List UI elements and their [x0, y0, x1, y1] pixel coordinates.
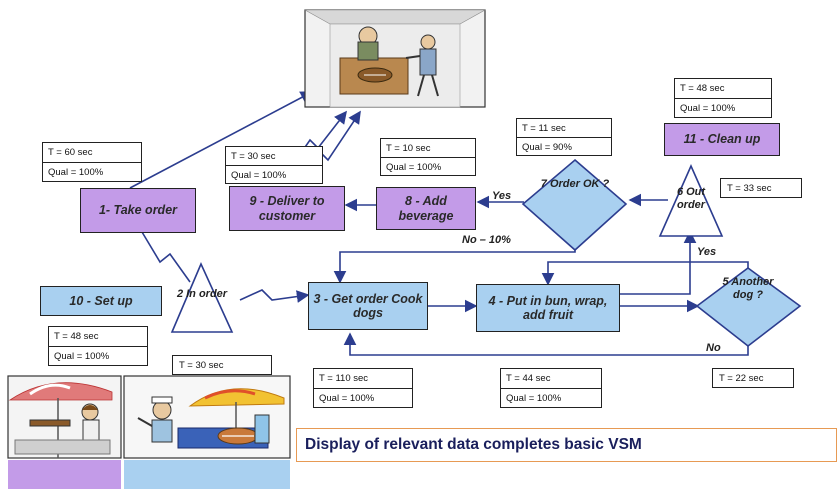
data-box-another-dog: T = 22 sec: [712, 368, 794, 388]
process-deliver-to-customer: 9 - Deliver to customer: [229, 186, 345, 231]
cycle-time: T = 48 sec: [680, 83, 725, 94]
another-dog-diamond: [695, 267, 802, 348]
process-clean-up: 11 - Clean up: [664, 123, 780, 156]
hotdog-stand-illustration: [123, 375, 291, 459]
order-ok-diamond: [521, 158, 628, 252]
cycle-time: T = 48 sec: [54, 331, 99, 342]
stand-blue-bar: [124, 460, 290, 489]
process-add-beverage: 8 - Add beverage: [376, 187, 476, 230]
data-box-add-beverage: T = 10 sec Qual = 100%: [380, 138, 476, 176]
quality: Qual = 100%: [501, 388, 601, 408]
label-yes-beverage: Yes: [492, 190, 512, 202]
cycle-time: T = 60 sec: [48, 147, 93, 158]
process-set-up: 10 - Set up: [40, 286, 162, 316]
cycle-time: T = 30 sec: [231, 150, 276, 162]
arrow-order-ok-no-to-cook: [333, 244, 576, 284]
in-order-label: 2 In order: [176, 288, 228, 300]
vendor-purple-bar: [8, 460, 121, 489]
arrow-take-order-to-customer: [129, 91, 314, 189]
quality: Qual = 100%: [381, 157, 475, 176]
data-box-clean-up: T = 48 sec Qual = 100%: [674, 78, 772, 118]
another-dog-label: 5 Another dog ?: [722, 276, 774, 301]
cycle-time: T = 10 sec: [386, 142, 431, 154]
order-ok-label: 7 Order OK ?: [540, 178, 610, 190]
quality: Qual = 100%: [43, 162, 141, 182]
data-box-stand: T = 30 sec: [172, 355, 272, 375]
data-box-take-order: T = 60 sec Qual = 100%: [42, 142, 142, 182]
data-box-bun: T = 44 sec Qual = 100%: [500, 368, 602, 408]
label-yes-out: Yes: [697, 246, 717, 258]
arrow-in-order-to-cook: [239, 289, 310, 303]
label-no-rework: No – 10%: [462, 234, 511, 246]
arrow-bun-to-out-order: [620, 230, 697, 295]
quality: Qual = 100%: [49, 346, 147, 366]
arrow-take-order-to-in-order: [141, 231, 191, 283]
cycle-time: T = 44 sec: [506, 373, 551, 384]
arrow-another-dog-yes-loop: [541, 261, 749, 286]
process-put-in-bun: 4 - Put in bun, wrap, add fruit: [476, 284, 620, 332]
data-box-order-ok: T = 11 sec Qual = 90%: [516, 118, 612, 156]
label-no-another: No: [706, 342, 721, 354]
data-box-set-up: T = 48 sec Qual = 100%: [48, 326, 148, 366]
in-order-triangle: [170, 262, 234, 333]
quality: Qual = 100%: [675, 98, 771, 118]
quality: Qual = 100%: [226, 165, 322, 184]
process-get-order-cook-dogs: 3 - Get order Cook dogs: [308, 282, 428, 330]
out-order-triangle: [658, 164, 724, 237]
summary-banner: Display of relevant data completes basic…: [296, 428, 837, 462]
out-order-label: 6 Out order: [676, 186, 706, 211]
cycle-time: T = 110 sec: [319, 373, 369, 384]
arrow-another-dog-no-to-cook: [343, 332, 749, 356]
data-box-deliver: T = 30 sec Qual = 100%: [225, 146, 323, 184]
process-take-order: 1- Take order: [80, 188, 196, 233]
data-box-out-order: T = 33 sec: [720, 178, 802, 198]
customer-counter-illustration: [303, 9, 487, 108]
quality: Qual = 90%: [517, 137, 611, 156]
data-box-cook: T = 110 sec Qual = 100%: [313, 368, 413, 408]
vendor-umbrella-illustration: [7, 375, 122, 459]
quality: Qual = 100%: [314, 388, 412, 408]
cycle-time: T = 11 sec: [522, 122, 566, 134]
